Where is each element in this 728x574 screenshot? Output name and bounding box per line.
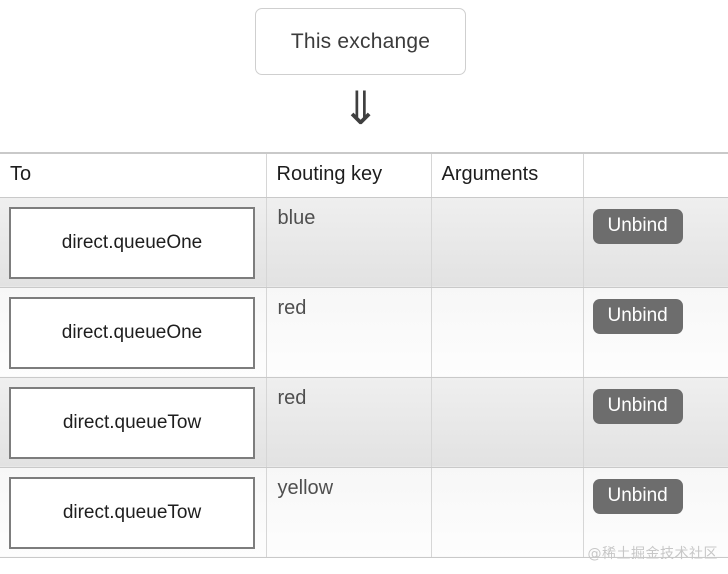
queue-link-box[interactable]: direct.queueOne	[9, 206, 255, 279]
queue-link-box[interactable]: direct.queueOne	[9, 296, 255, 369]
cell-arguments	[431, 377, 584, 468]
cell-to: direct.queueTow	[0, 377, 267, 468]
cell-actions: Unbind	[583, 377, 728, 468]
queue-name: direct.queueOne	[61, 321, 203, 343]
queue-name: direct.queueTow	[62, 411, 202, 433]
cell-to: direct.queueTow	[0, 467, 267, 558]
routing-key-value: red	[277, 296, 307, 319]
cell-arguments	[431, 467, 584, 558]
table-row: direct.queueTow yellow Unbind	[0, 467, 728, 558]
cell-arguments	[431, 287, 584, 378]
unbind-button[interactable]: Unbind	[592, 388, 683, 425]
table-row: direct.queueOne blue Unbind	[0, 197, 728, 288]
queue-name: direct.queueOne	[61, 231, 203, 253]
unbind-button[interactable]: Unbind	[592, 478, 683, 515]
queue-link-box[interactable]: direct.queueTow	[9, 476, 255, 549]
routing-key-value: blue	[277, 206, 316, 229]
arguments-value	[432, 288, 583, 297]
cell-routing-key: yellow	[266, 467, 432, 558]
column-header-routing-key: Routing key	[266, 152, 432, 198]
routing-key-value: yellow	[277, 476, 334, 499]
table-row: direct.queueTow red Unbind	[0, 377, 728, 468]
cell-actions: Unbind	[583, 287, 728, 378]
cell-routing-key: red	[266, 377, 432, 468]
table-row: direct.queueOne red Unbind	[0, 287, 728, 378]
queue-name: direct.queueTow	[62, 501, 202, 523]
cell-actions: Unbind	[583, 197, 728, 288]
cell-to: direct.queueOne	[0, 287, 267, 378]
cell-routing-key: red	[266, 287, 432, 378]
double-down-arrow-icon: ⇓	[341, 81, 380, 135]
exchange-node: This exchange	[255, 8, 466, 75]
exchange-node-label: This exchange	[290, 29, 431, 53]
unbind-button[interactable]: Unbind	[592, 208, 683, 245]
arguments-value	[432, 468, 583, 477]
routing-key-value: red	[277, 386, 307, 409]
cell-routing-key: blue	[266, 197, 432, 288]
column-header-actions	[583, 152, 728, 198]
queue-link-box[interactable]: direct.queueTow	[9, 386, 255, 459]
unbind-button[interactable]: Unbind	[592, 298, 683, 335]
arguments-value	[432, 198, 583, 207]
cell-actions: Unbind	[583, 467, 728, 558]
exchange-diagram: This exchange ⇓	[0, 0, 728, 152]
table-body: direct.queueOne blue Unbind direct.queue…	[0, 197, 728, 558]
arguments-value	[432, 378, 583, 387]
table-header-row: To Routing key Arguments	[0, 152, 728, 198]
column-header-arguments: Arguments	[431, 152, 584, 198]
cell-arguments	[431, 197, 584, 288]
bindings-table: To Routing key Arguments direct.queueOne…	[0, 152, 728, 558]
column-header-to: To	[0, 152, 267, 198]
cell-to: direct.queueOne	[0, 197, 267, 288]
